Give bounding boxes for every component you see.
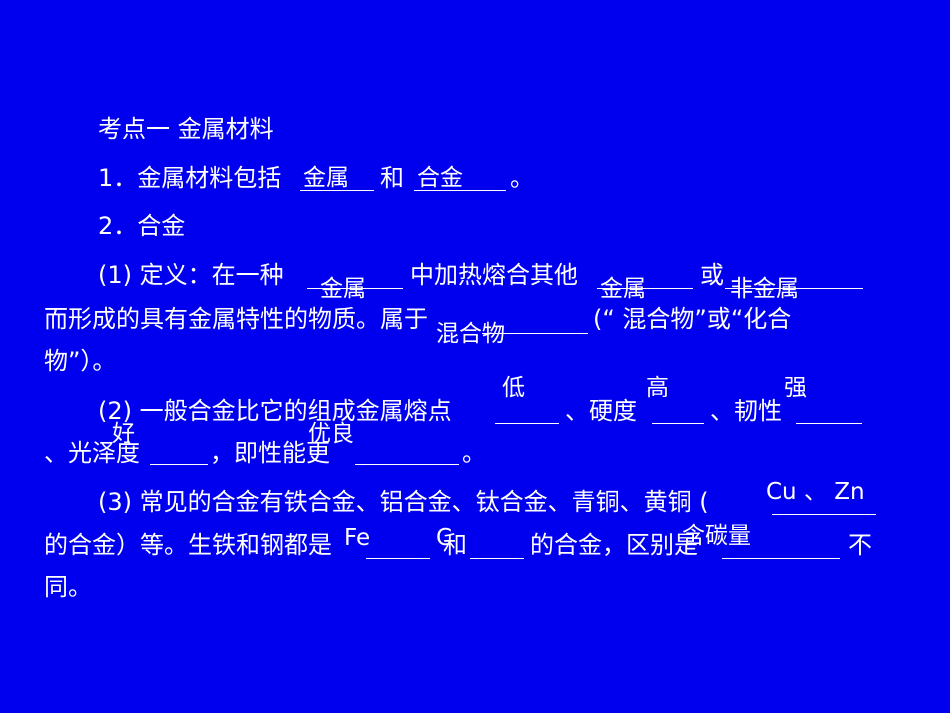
q1-end: 。 <box>510 164 534 192</box>
p2-line2-b: ，即性能更 <box>210 439 330 467</box>
q1-answer-alloy: 合金 <box>417 165 463 191</box>
q1-blank-1 <box>300 190 374 191</box>
p2-blank-strong <box>796 423 862 424</box>
p2-blank-high <box>652 423 704 424</box>
p1-line2-b: (“ 混合物”或“化合 <box>593 305 792 333</box>
p3-answer-carbon: 含碳量 <box>682 523 751 549</box>
p3-answer-cuzn: Cu 、 Zn <box>766 479 865 505</box>
p1-line1-a: (1) 定义：在一种 <box>98 261 284 289</box>
p1-answer-nonmetal: 非金属 <box>730 276 799 302</box>
q1-blank-2 <box>414 190 506 191</box>
p3-blank-c <box>470 558 524 559</box>
q1-and: 和 <box>380 164 404 192</box>
p3-line2-a: 的合金）等。生铁和钢都是 <box>44 531 332 559</box>
p3-answer-fe: Fe <box>344 525 371 551</box>
p3-blank-carbon <box>722 558 840 559</box>
p3-line2-c: 的合金，区别是 <box>530 531 698 559</box>
p3-line1: (3) 常见的合金有铁合金、铝合金、钛合金、青铜、黄铜 ( <box>98 488 709 516</box>
section-title: 考点一 金属材料 <box>98 115 274 143</box>
p1-blank-mixture <box>482 333 588 334</box>
p1-answer-metal: 金属 <box>320 276 366 302</box>
p3-blank-fe <box>366 558 430 559</box>
p3-line2-d: 不 <box>848 531 872 559</box>
p1-blank-metal <box>307 288 403 289</box>
p1-line1-b: 中加热熔合其他 <box>410 261 578 289</box>
p2-answer-strong: 强 <box>784 375 807 401</box>
p1-line1-c: 或 <box>700 261 724 289</box>
p1-blank-nonmetal <box>725 288 863 289</box>
p3-answer-c: C <box>436 525 453 551</box>
q1-answer-metal: 金属 <box>303 165 349 191</box>
p2-answer-high: 高 <box>646 375 669 401</box>
p3-line2-b: 和 <box>443 531 467 559</box>
p2-blank-low <box>495 423 559 424</box>
p2-blank-superior <box>355 464 459 465</box>
p2-answer-good: 好 <box>112 421 135 447</box>
q2-text: 2．合金 <box>98 212 186 240</box>
p1-line3: 物”）。 <box>44 347 117 375</box>
p1-line2-a: 而形成的具有金属特性的物质。属于 <box>44 305 428 333</box>
p3-line3: 同。 <box>44 573 92 601</box>
p2-line1-c: 、韧性 <box>710 397 782 425</box>
p2-line1-b: 、硬度 <box>565 397 637 425</box>
p3-blank-cuzn <box>772 514 876 515</box>
p2-answer-superior: 优良 <box>308 421 354 447</box>
p2-line1-a: (2) 一般合金比它的组成金属熔点 <box>98 397 452 425</box>
p2-answer-low: 低 <box>502 375 525 401</box>
p2-line2-a: 、光泽度 <box>44 439 140 467</box>
q1-text: 1．金属材料包括 <box>98 164 282 192</box>
p1-answer-metal2: 金属 <box>600 276 646 302</box>
p1-blank-metal2 <box>597 288 693 289</box>
p2-line2-c: 。 <box>462 439 486 467</box>
p2-blank-good <box>150 464 208 465</box>
p1-answer-mixture: 混合物 <box>436 321 505 347</box>
